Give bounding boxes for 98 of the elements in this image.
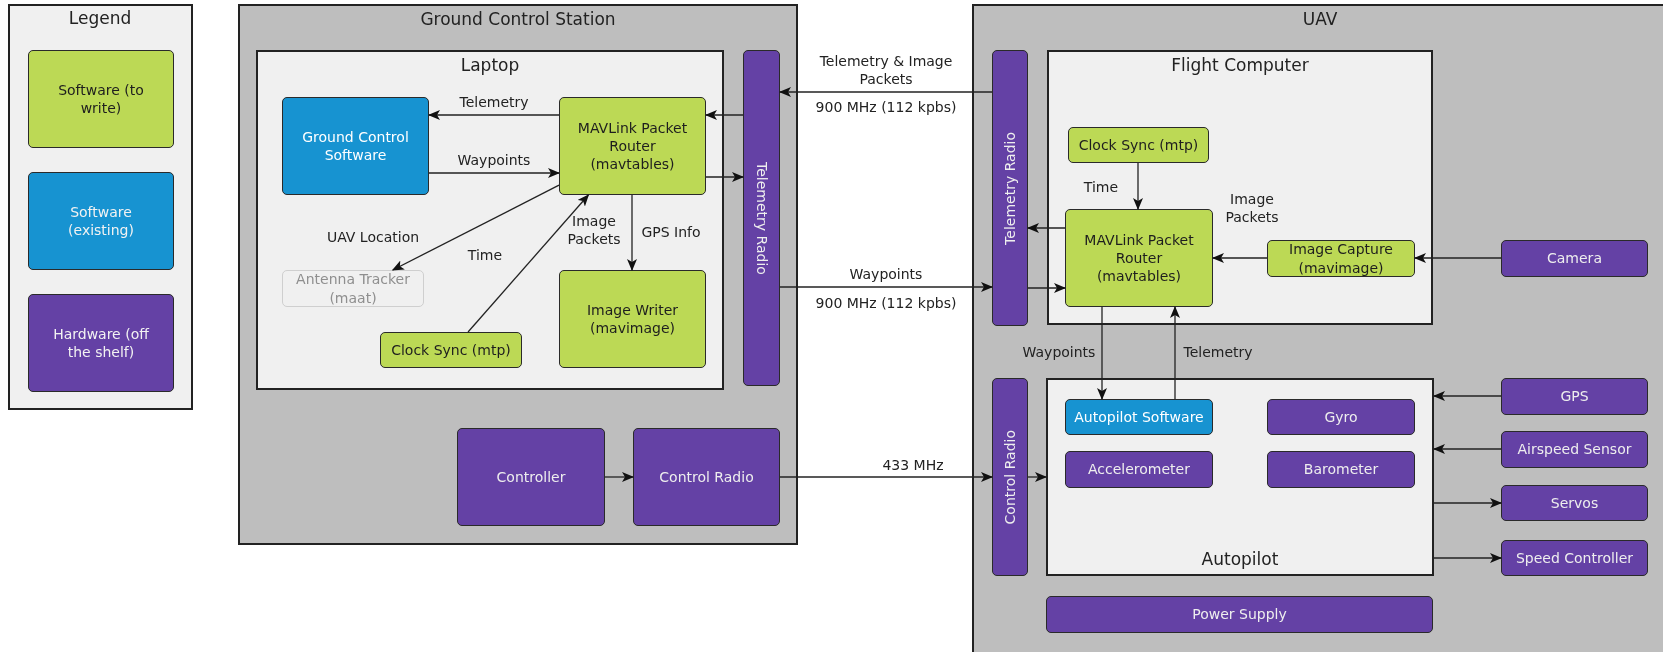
box-label: Controller xyxy=(496,467,566,487)
edge-label: UAV Location xyxy=(325,228,421,247)
arrow xyxy=(428,168,560,178)
edge-label: Waypoints xyxy=(848,265,924,284)
arrow xyxy=(1433,498,1502,508)
arrow xyxy=(779,282,993,292)
arrow xyxy=(705,172,744,182)
panel-title: Laptop xyxy=(459,55,521,77)
system-panel xyxy=(238,4,798,545)
hardware-box xyxy=(457,428,605,526)
box-label: Autopilot Software xyxy=(1074,407,1204,427)
panel-title: Flight Computer xyxy=(1170,55,1310,77)
legend-title: Legend xyxy=(67,7,133,30)
arrow xyxy=(779,87,993,97)
hardware-box xyxy=(1267,399,1415,435)
arrow xyxy=(604,472,634,482)
hardware-box xyxy=(1501,378,1648,415)
radio-bar xyxy=(992,50,1028,326)
box-label: Ground Control Software xyxy=(301,127,410,165)
box-label: Clock Sync (mtp) xyxy=(391,340,511,360)
box-label: Speed Controller xyxy=(1515,548,1634,568)
subsystem-panel xyxy=(1046,378,1434,576)
subsystem-panel xyxy=(256,50,724,390)
box-label: Control Radio xyxy=(659,467,754,487)
edge-label: 433 MHz xyxy=(881,456,945,475)
arrow xyxy=(1027,472,1047,482)
arrow xyxy=(1133,162,1143,210)
edge-label: Time xyxy=(466,246,504,265)
box-label: Barometer xyxy=(1303,460,1379,479)
arrow xyxy=(1212,253,1268,263)
box-label: Accelerometer xyxy=(1088,460,1190,479)
box-label: Gyro xyxy=(1324,407,1358,427)
hardware-box xyxy=(633,428,780,526)
software-box xyxy=(380,332,522,368)
software-box xyxy=(559,270,706,368)
software-box xyxy=(1068,127,1209,163)
arrow xyxy=(1027,223,1066,233)
arrow xyxy=(1433,553,1502,563)
arrow xyxy=(467,194,590,333)
software-box xyxy=(1267,240,1415,277)
legend-item: Software (to write) xyxy=(28,50,174,148)
hardware-box xyxy=(1501,540,1648,576)
arrow xyxy=(1170,306,1180,400)
box-label: Antenna Tracker (maat) xyxy=(295,270,411,307)
panel-title: Autopilot xyxy=(1200,548,1280,570)
box-label: GPS xyxy=(1560,387,1589,406)
box-label: Clock Sync (mtp) xyxy=(1078,135,1199,155)
box-label: Airspeed Sensor xyxy=(1517,440,1632,459)
radio-bar xyxy=(992,378,1028,576)
software-box xyxy=(1065,209,1213,307)
arrow xyxy=(1097,306,1107,400)
arrow xyxy=(391,184,560,271)
arrow xyxy=(1414,253,1502,263)
legend-item: Hardware (off the shelf) xyxy=(28,294,174,392)
arrow xyxy=(627,194,637,271)
edge-label: Waypoints xyxy=(456,151,532,170)
software-box xyxy=(282,97,429,195)
box-label: Image Writer (mavimage) xyxy=(586,300,679,338)
arrow xyxy=(705,110,744,120)
box-label: Image Capture (mavimage) xyxy=(1288,240,1394,277)
box-label: Control Radio xyxy=(1000,429,1019,525)
subsystem-panel xyxy=(1047,50,1433,325)
arrow xyxy=(1027,283,1066,293)
arrow xyxy=(779,472,993,482)
inactive-box xyxy=(282,270,424,307)
system-panel xyxy=(972,4,1663,652)
edge-label: Time xyxy=(1082,178,1120,197)
box-label: Power Supply xyxy=(1192,605,1287,624)
frequency-note: 900 MHz (112 kpbs) xyxy=(814,98,958,117)
frequency-note: 900 MHz (112 kpbs) xyxy=(814,294,958,313)
arrow xyxy=(1433,444,1502,454)
hardware-box xyxy=(1501,431,1648,468)
radio-bar xyxy=(743,50,780,386)
edge-label: Telemetry xyxy=(458,93,530,112)
hardware-box xyxy=(1501,240,1648,277)
edge-label: Telemetry & Image Packets xyxy=(818,52,954,89)
arrow xyxy=(1433,391,1502,401)
box-label: Telemetry Radio xyxy=(1000,131,1019,245)
box-label: Servos xyxy=(1550,493,1599,513)
hardware-box xyxy=(1501,485,1648,521)
flow-note: Image Packets xyxy=(566,212,622,249)
hardware-box xyxy=(1046,596,1433,633)
box-label: Telemetry Radio xyxy=(752,161,771,275)
legend-item: Software (existing) xyxy=(28,172,174,270)
edge-label: Telemetry xyxy=(1182,343,1254,362)
edge-label: Image Packets xyxy=(1224,190,1280,227)
software-box xyxy=(1065,399,1213,435)
arrow xyxy=(428,110,560,120)
box-label: MAVLink Packet Router (mavtables) xyxy=(1083,230,1195,286)
box-label: Camera xyxy=(1547,249,1602,268)
box-label: MAVLink Packet Router (mavtables) xyxy=(576,118,689,174)
edge-label: Waypoints xyxy=(1021,343,1097,362)
panel-title: Ground Control Station xyxy=(419,9,617,31)
software-box xyxy=(559,97,706,195)
panel-title: UAV xyxy=(1301,9,1339,31)
edge-label: GPS Info xyxy=(640,223,702,242)
hardware-box xyxy=(1065,451,1213,488)
hardware-box xyxy=(1267,451,1415,488)
